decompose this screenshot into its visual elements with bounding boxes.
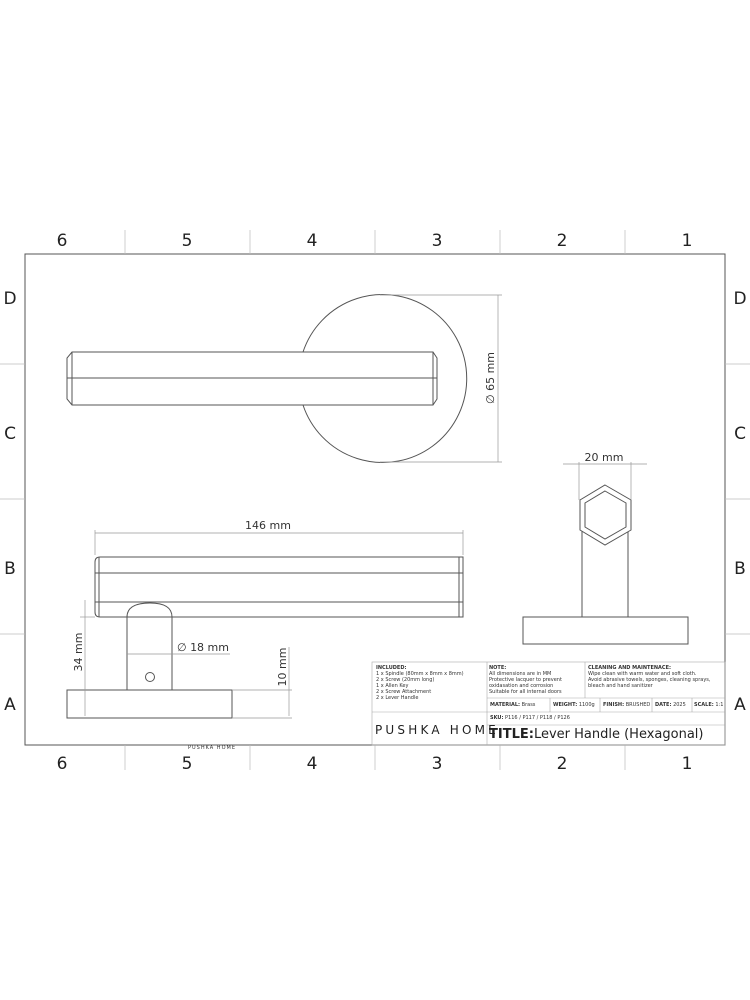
row-label: C [4, 424, 16, 444]
date-cell: DATE: 2025 [655, 702, 686, 708]
col-label: 6 [57, 754, 68, 774]
note-item: oxidasation and corrosion [489, 683, 554, 689]
note-item: All dimensions are in MM [489, 671, 552, 677]
weight-cell: WEIGHT: 1100g [553, 702, 595, 708]
included-item: 2 x Screw (20mm long) [376, 677, 435, 683]
finish-value: BRUSHED [625, 702, 651, 708]
brand-name: PUSHKA HOME [375, 723, 499, 737]
material-value: Brass [521, 702, 536, 708]
cleaning-item: Wipe clean with warm water and soft clot… [588, 671, 697, 677]
side-view: 146 mm 34 mm ∅ 18 mm 10 mm [66, 519, 464, 719]
title-label: TITLE: [489, 727, 534, 742]
dim-hex-width: 20 mm [585, 451, 624, 464]
col-label: 5 [182, 754, 193, 774]
zone-ticks [0, 230, 750, 770]
material-label: MATERIAL: [490, 702, 521, 708]
title-block-grid [371, 661, 726, 746]
included-heading: INCLUDED: [376, 665, 407, 671]
dim-lever-height: 34 mm [72, 633, 85, 672]
zone-labels: 6 5 4 3 2 1 6 5 4 3 2 1 D C B A D C B A [3, 231, 746, 774]
dim-rose-diameter: ∅ 65 mm [484, 352, 497, 404]
scale-value: 1:1 [715, 702, 724, 708]
col-label: 1 [682, 231, 693, 251]
dim-neck-diameter: ∅ 18 mm [177, 641, 229, 654]
drawing-title: TITLE:Lever Handle (Hexagonal) [489, 727, 703, 742]
end-view: 20 mm [522, 451, 689, 645]
row-label: D [733, 289, 746, 309]
date-value: 2025 [673, 702, 686, 708]
included-section: INCLUDED: 1 x Spindle (80mm x 8mm x 8mm)… [376, 665, 464, 701]
cleaning-heading: CLEANING AND MAINTENACE: [588, 665, 672, 671]
row-label: A [4, 695, 16, 715]
cleaning-item: Avoid abrasive towels, sponges, cleaning… [588, 677, 711, 683]
included-item: 2 x Screw Attachment [376, 689, 432, 695]
scale-cell: SCALE: 1:1 [694, 702, 723, 708]
weight-value: 1100g [578, 702, 595, 708]
note-heading: NOTE: [489, 665, 507, 671]
note-item: Suitable for all internal doors [489, 689, 562, 695]
sku-cell: SKU: P116 / P117 / P118 / P126 [490, 715, 570, 721]
note-item: Protective lacquer to prevent [489, 677, 562, 683]
row-label: B [734, 559, 746, 579]
col-label: 3 [432, 231, 443, 251]
included-item: 1 x Spindle (80mm x 8mm x 8mm) [376, 671, 464, 677]
row-label: A [734, 695, 746, 715]
col-label: 2 [557, 754, 568, 774]
row-label: C [734, 424, 746, 444]
note-section: NOTE: All dimensions are in MM Protectiv… [489, 665, 562, 695]
scale-label: SCALE: [694, 702, 714, 708]
cleaning-item: bleach and hand sanitizer [588, 683, 653, 689]
cleaning-section: CLEANING AND MAINTENACE: Wipe clean with… [588, 665, 711, 689]
col-label: 3 [432, 754, 443, 774]
weight-label: WEIGHT: [553, 702, 578, 708]
sku-value: P116 / P117 / P118 / P126 [505, 715, 570, 721]
title-value: Lever Handle (Hexagonal) [533, 727, 704, 742]
col-label: 1 [682, 754, 693, 774]
col-label: 4 [307, 754, 318, 774]
sku-label: SKU: [490, 715, 504, 721]
footer-brand: PUSHKA HOME [188, 745, 236, 751]
col-label: 6 [57, 231, 68, 251]
included-item: 1 x Allen Key [376, 683, 409, 689]
finish-cell: FINISH: BRUSHED [603, 702, 650, 708]
front-view: ∅ 65 mm [66, 294, 502, 463]
row-label: D [3, 289, 16, 309]
col-label: 5 [182, 231, 193, 251]
included-item: 2 x Lever Handle [376, 695, 419, 701]
col-label: 2 [557, 231, 568, 251]
material-cell: MATERIAL: Brass [490, 702, 535, 708]
date-label: DATE: [655, 702, 672, 708]
dim-lever-length: 146 mm [245, 519, 291, 532]
row-label: B [4, 559, 16, 579]
finish-label: FINISH: [603, 702, 625, 708]
col-label: 4 [307, 231, 318, 251]
dim-rose-thickness: 10 mm [276, 648, 289, 687]
